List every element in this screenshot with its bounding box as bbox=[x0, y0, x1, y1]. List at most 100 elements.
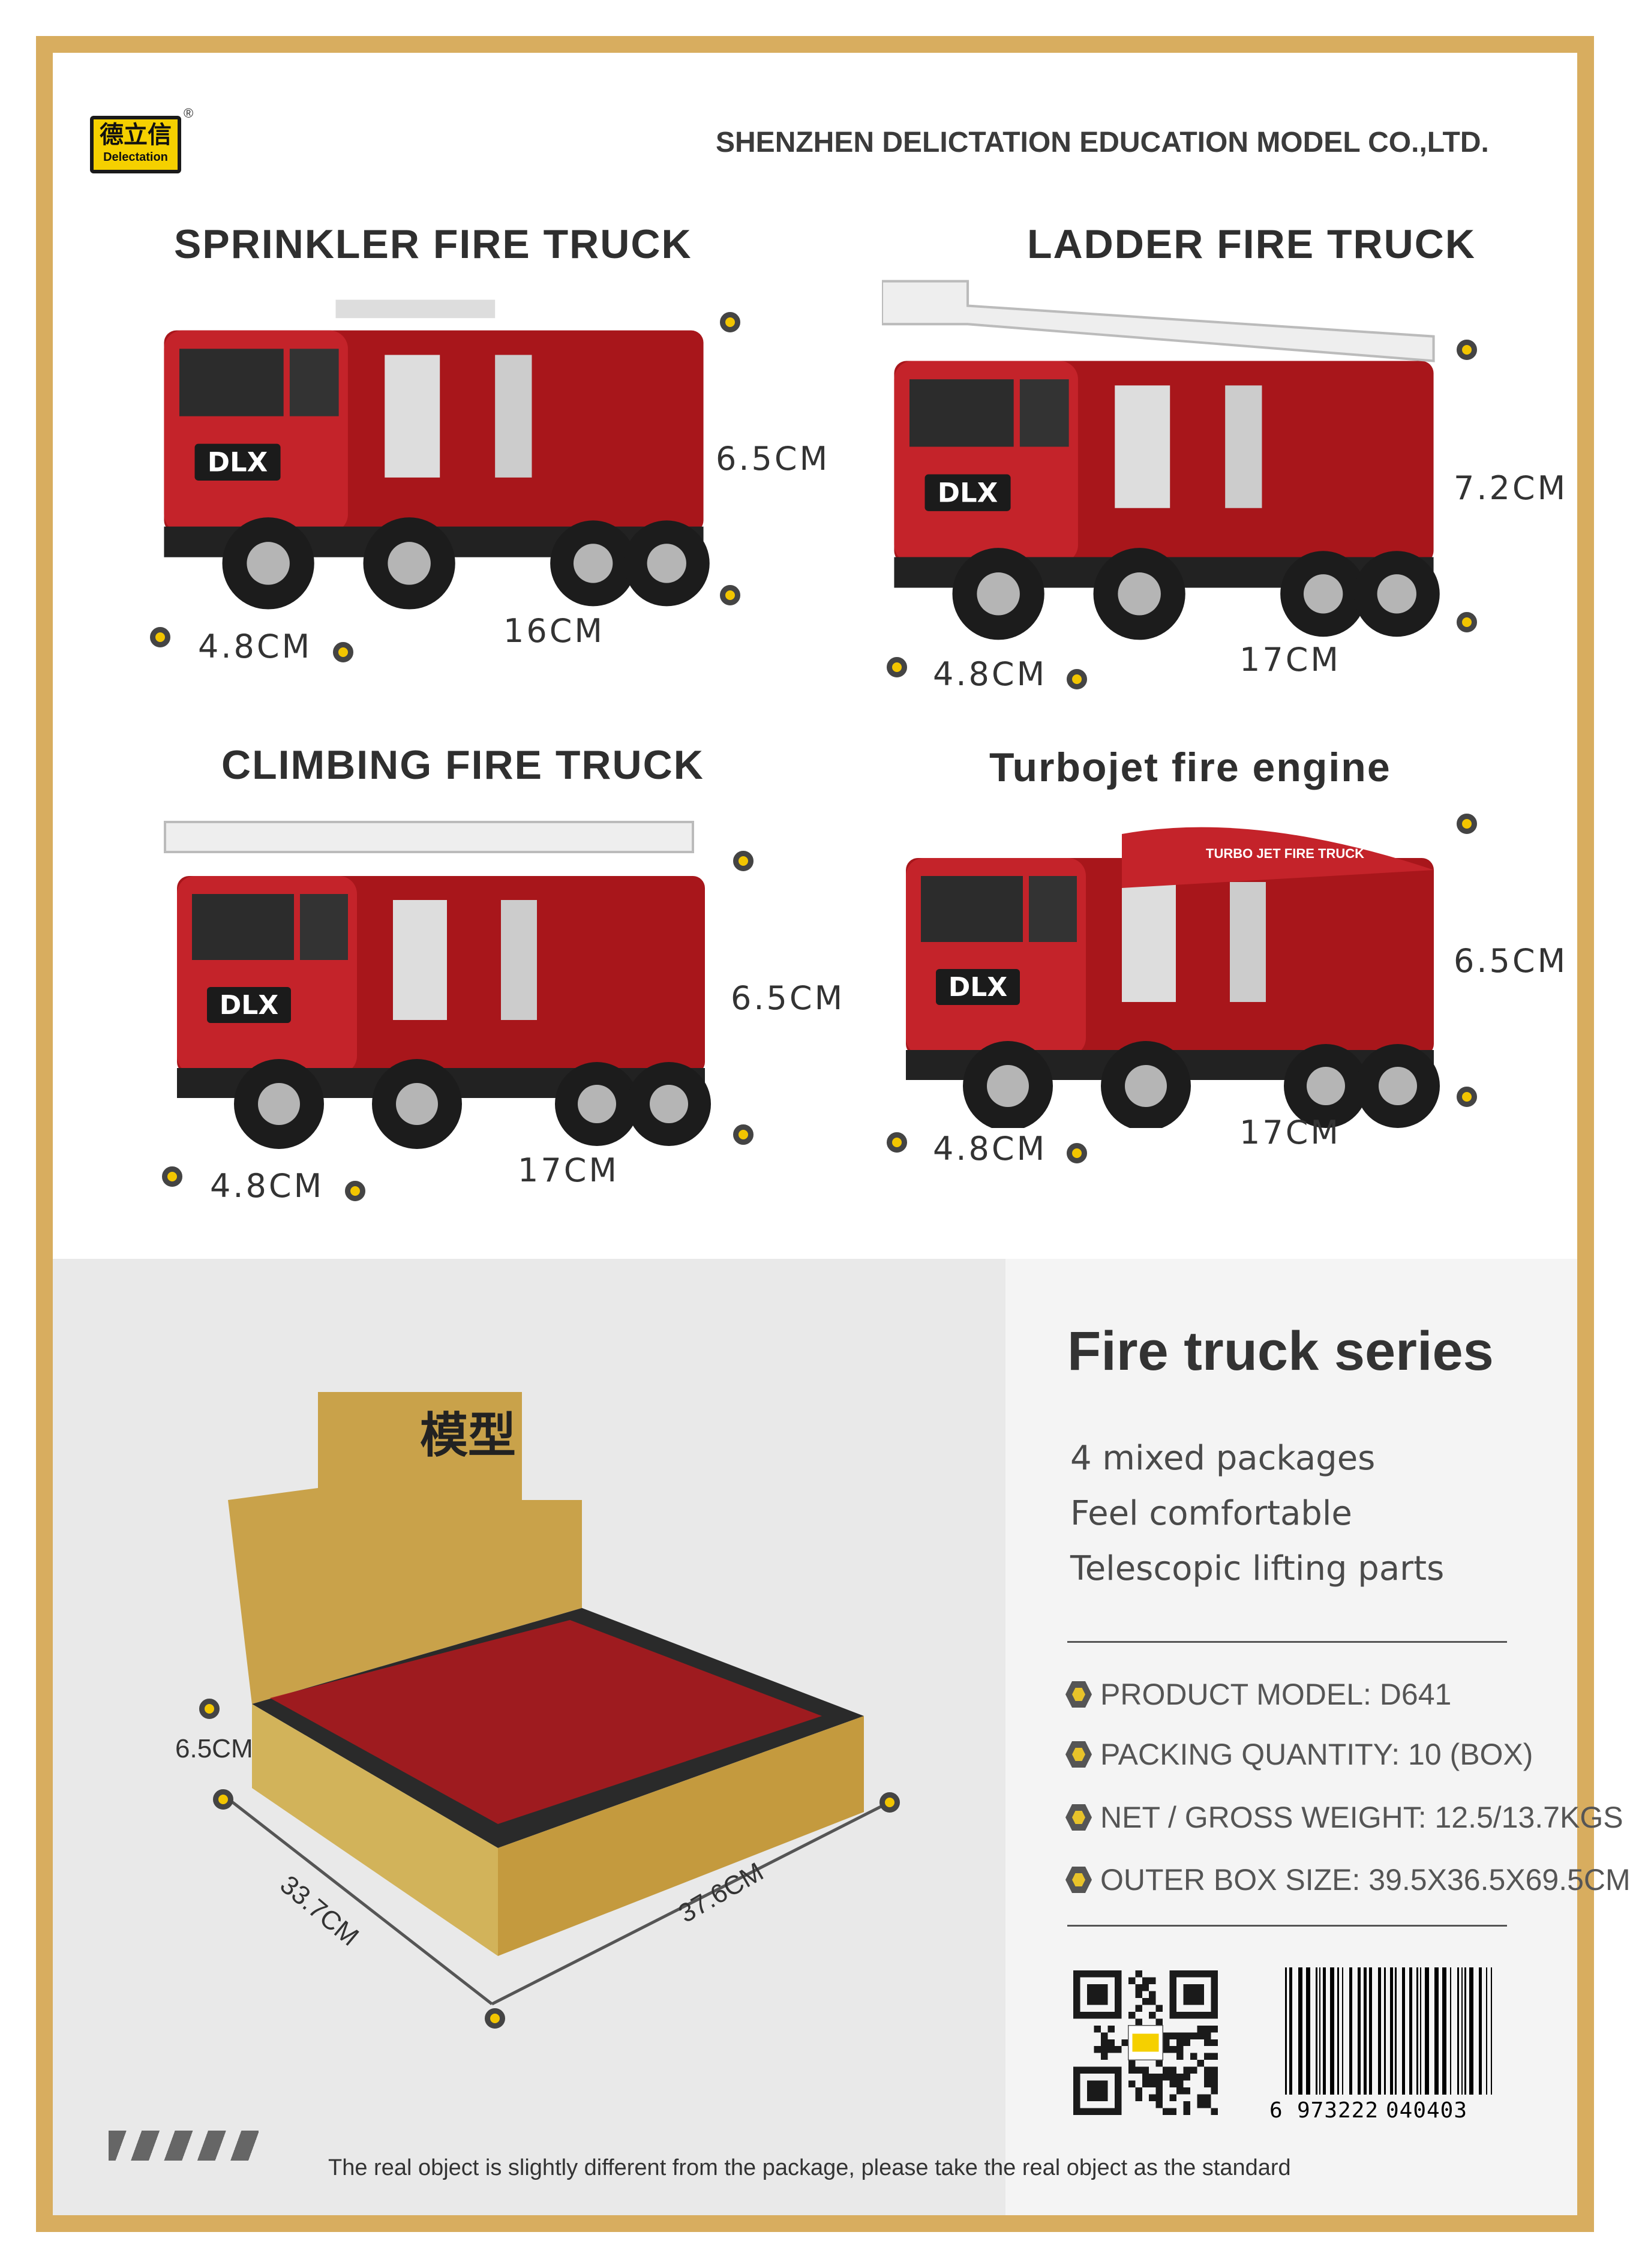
license-plate: DLX bbox=[948, 972, 1008, 1003]
qr-module bbox=[1149, 2094, 1156, 2102]
length-label: 17CM bbox=[1239, 641, 1341, 679]
barcode-bar bbox=[1349, 1967, 1352, 2111]
qr-module bbox=[1149, 1977, 1156, 1984]
dimension-dot bbox=[1457, 612, 1477, 632]
qr-code bbox=[1073, 1970, 1218, 2115]
barcode-bar bbox=[1457, 1967, 1459, 2111]
length-label: 17CM bbox=[1239, 1114, 1341, 1151]
dimension-dot bbox=[733, 1124, 754, 1145]
barcode-bar bbox=[1416, 1967, 1418, 2111]
qr-module bbox=[1197, 2025, 1205, 2033]
barcode-bar bbox=[1337, 1967, 1339, 2111]
spec-text: NET / GROSS WEIGHT: 12.5/13.7KGS bbox=[1100, 1801, 1623, 1834]
license-plate: DLX bbox=[938, 477, 998, 509]
qr-module bbox=[1183, 2101, 1191, 2108]
divider bbox=[1067, 1641, 1507, 1643]
height-label: 7.2CM bbox=[1454, 469, 1568, 507]
qr-module bbox=[1204, 2039, 1211, 2047]
height-label: 6.5CM bbox=[731, 979, 845, 1017]
barcode-digits-right: 040403 bbox=[1386, 2098, 1467, 2120]
hexagon-bullet-icon bbox=[1065, 1867, 1092, 1893]
qr-module bbox=[1176, 2087, 1184, 2095]
qr-module bbox=[1100, 2053, 1108, 2060]
qr-module bbox=[1135, 2087, 1142, 2095]
feature-item: Telescopic lifting parts bbox=[1070, 1549, 1445, 1588]
qr-module bbox=[1135, 1984, 1142, 1991]
qr-module bbox=[1142, 1977, 1149, 1984]
dimension-dot bbox=[879, 1792, 900, 1813]
length-label: 16CM bbox=[503, 612, 605, 650]
feature-item: Feel comfortable bbox=[1070, 1494, 1352, 1533]
dimension-dot bbox=[1457, 814, 1477, 834]
qr-module bbox=[1128, 2080, 1136, 2088]
qr-module bbox=[1176, 2046, 1184, 2053]
qr-module bbox=[1176, 2074, 1184, 2081]
barcode-bar bbox=[1289, 1967, 1292, 2111]
qr-module bbox=[1142, 1984, 1149, 1991]
qr-module bbox=[1100, 2046, 1108, 2053]
qr-module bbox=[1135, 1991, 1142, 1998]
divider bbox=[1067, 1925, 1507, 1927]
qr-module bbox=[1149, 2011, 1156, 2019]
qr-module bbox=[1128, 2060, 1136, 2067]
barcode-bar bbox=[1450, 1967, 1451, 2111]
qr-module bbox=[1155, 2018, 1163, 2026]
barcode-bar bbox=[1461, 1967, 1463, 2111]
qr-module bbox=[1169, 2094, 1177, 2102]
dimension-dot bbox=[333, 642, 353, 662]
qr-module bbox=[1135, 1970, 1142, 1978]
license-plate: DLX bbox=[208, 446, 268, 478]
barcode-bar bbox=[1491, 1967, 1492, 2111]
qr-module bbox=[1135, 2094, 1142, 2102]
qr-module bbox=[1211, 2025, 1218, 2033]
qr-module bbox=[1142, 1997, 1149, 2005]
barcode-bar bbox=[1369, 1967, 1372, 2111]
product-title-climbing: CLIMBING FIRE TRUCK bbox=[221, 742, 704, 788]
qr-module bbox=[1100, 2032, 1108, 2039]
package-height-label: 6.5CM bbox=[175, 1734, 253, 1763]
qr-module bbox=[1204, 2053, 1211, 2060]
qr-module bbox=[1149, 2074, 1156, 2081]
qr-module bbox=[1128, 2066, 1136, 2074]
qr-module bbox=[1128, 1977, 1136, 1984]
qr-module bbox=[1163, 2039, 1170, 2047]
qr-module bbox=[1211, 2108, 1218, 2115]
qr-module bbox=[1121, 2039, 1128, 2047]
company-name: SHENZHEN DELICTATION EDUCATION MODEL CO.… bbox=[716, 127, 1489, 158]
height-label: 6.5CM bbox=[716, 440, 830, 478]
tank-label: TURBO JET FIRE TRUCK bbox=[1206, 846, 1364, 861]
qr-module bbox=[1183, 2039, 1191, 2047]
qr-module bbox=[1100, 2039, 1108, 2047]
qr-module bbox=[1211, 2039, 1218, 2047]
product-title-turbojet: Turbojet fire engine bbox=[989, 745, 1391, 790]
barcode-bar bbox=[1378, 1967, 1381, 2111]
qr-module bbox=[1135, 2018, 1142, 2026]
qr-module bbox=[1094, 2025, 1101, 2033]
barcode-bar bbox=[1479, 1967, 1482, 2111]
qr-module bbox=[1176, 2039, 1184, 2047]
barcode-bar bbox=[1330, 1967, 1334, 2111]
qr-module bbox=[1149, 1991, 1156, 1998]
qr-module bbox=[1169, 2032, 1177, 2039]
qr-module bbox=[1183, 2074, 1191, 2081]
barcode-bar bbox=[1469, 1967, 1473, 2111]
dimension-dot bbox=[485, 2008, 505, 2029]
qr-module bbox=[1149, 2080, 1156, 2088]
logo-cn: 德立信 bbox=[100, 121, 172, 149]
spec-text: PACKING QUANTITY: 10 (BOX) bbox=[1100, 1738, 1533, 1771]
qr-module bbox=[1211, 2066, 1218, 2074]
barcode-bar bbox=[1319, 1967, 1320, 2111]
qr-module bbox=[1142, 2080, 1149, 2088]
sprinkler-truck-image: DLX bbox=[164, 299, 710, 610]
turbojet-truck-image: TURBO JET FIRE TRUCK DLX bbox=[906, 827, 1440, 1128]
qr-module bbox=[1204, 2074, 1211, 2081]
qr-module bbox=[1142, 2066, 1149, 2074]
qr-module bbox=[1169, 2046, 1177, 2053]
qr-module bbox=[1163, 2046, 1170, 2053]
dimension-dot bbox=[345, 1181, 365, 1201]
barcode-bar bbox=[1342, 1967, 1343, 2111]
qr-module bbox=[1204, 2101, 1211, 2108]
disclaimer: The real object is slightly different fr… bbox=[328, 2155, 1291, 2180]
barcode: 6 973222 040403 bbox=[1268, 1967, 1499, 2120]
